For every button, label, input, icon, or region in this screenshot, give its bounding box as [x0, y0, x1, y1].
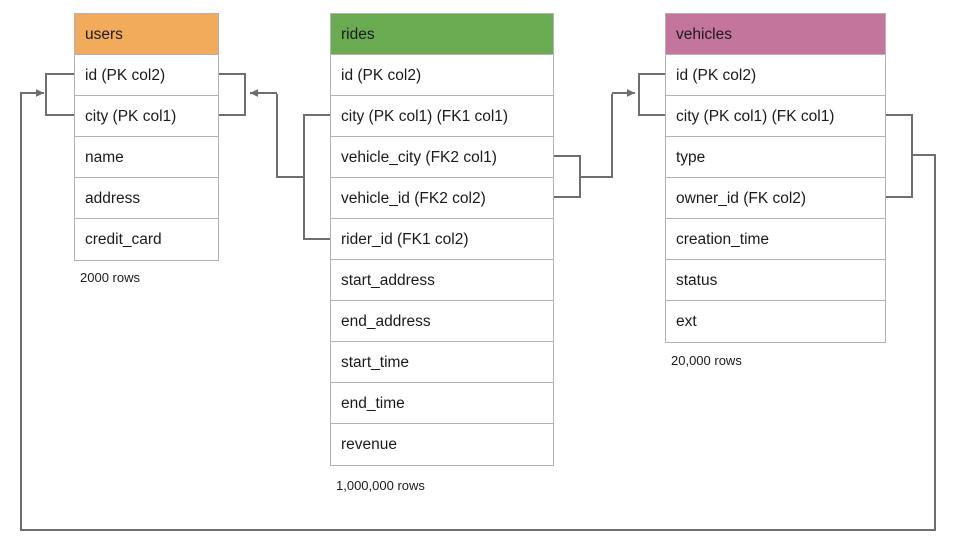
- table-rides-column-id[interactable]: id (PK col2): [331, 55, 553, 96]
- table-rides-column-vehicle-city[interactable]: vehicle_city (FK2 col1): [331, 137, 553, 178]
- table-rides-column-end-address[interactable]: end_address: [331, 301, 553, 342]
- table-rides-column-city[interactable]: city (PK col1) (FK1 col1): [331, 96, 553, 137]
- table-rides-column-start-time[interactable]: start_time: [331, 342, 553, 383]
- table-users-column-id[interactable]: id (PK col2): [75, 55, 218, 96]
- table-rides-column-vehicle-id[interactable]: vehicle_id (FK2 col2): [331, 178, 553, 219]
- table-vehicles[interactable]: vehicles id (PK col2) city (PK col1) (FK…: [665, 13, 886, 343]
- table-rides-row-count: 1,000,000 rows: [336, 478, 425, 493]
- table-vehicles-column-status[interactable]: status: [666, 260, 885, 301]
- table-users-column-credit-card[interactable]: credit_card: [85, 231, 162, 248]
- table-users-title: users: [75, 14, 218, 55]
- table-users-column-address[interactable]: address: [75, 178, 218, 219]
- table-rides-column-end-time[interactable]: end_time: [331, 383, 553, 424]
- table-vehicles-row-count: 20,000 rows: [671, 353, 742, 368]
- table-vehicles-column-city[interactable]: city (PK col1) (FK col1): [666, 96, 885, 137]
- table-users-column-name[interactable]: name: [75, 137, 218, 178]
- table-vehicles-column-type[interactable]: type: [666, 137, 885, 178]
- connector-rides-rider-to-users: [219, 73, 330, 240]
- table-rides-column-start-address[interactable]: start_address: [331, 260, 553, 301]
- table-rides[interactable]: rides id (PK col2) city (PK col1) (FK1 c…: [330, 13, 554, 466]
- table-users-row-count: 2000 rows: [80, 270, 140, 285]
- table-vehicles-column-id[interactable]: id (PK col2): [666, 55, 885, 96]
- table-vehicles-column-owner-id[interactable]: owner_id (FK col2): [666, 178, 885, 219]
- table-rides-column-rider-id[interactable]: rider_id (FK1 col2): [331, 219, 553, 260]
- table-users[interactable]: users id (PK col2) city (PK col1) name a…: [74, 13, 219, 261]
- table-rides-column-revenue[interactable]: revenue: [341, 436, 398, 453]
- table-users-column-city[interactable]: city (PK col1): [75, 96, 218, 137]
- table-vehicles-title: vehicles: [666, 14, 885, 55]
- table-rides-title: rides: [331, 14, 553, 55]
- connector-rides-vehicle-to-vehicles: [554, 73, 665, 198]
- table-vehicles-column-ext[interactable]: ext: [676, 313, 697, 330]
- table-vehicles-column-creation-time[interactable]: creation_time: [666, 219, 885, 260]
